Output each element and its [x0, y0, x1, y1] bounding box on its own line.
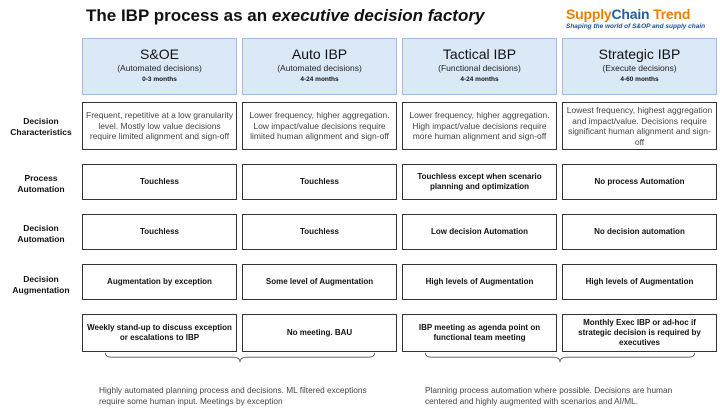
meeting-cell-soe: Weekly stand-up to discuss exception or …	[82, 314, 237, 352]
column-period: 0-3 months	[142, 76, 177, 83]
process-automation-cell-soe: Touchless	[82, 164, 237, 200]
decision-augmentation-cell-tactical-ibp: High levels of Augmentation	[402, 264, 557, 300]
column-title: Tactical IBP	[442, 46, 517, 62]
column-period: 4-24 months	[460, 76, 499, 83]
column-header-soe: S&OE (Automated decisions) 0-3 months	[82, 38, 237, 95]
meeting-cell-tactical-ibp: IBP meeting as agenda point on functiona…	[402, 314, 557, 352]
column-header-auto-ibp: Auto IBP (Automated decisions) 4-24 mont…	[242, 38, 397, 95]
decision-automation-cell-auto-ibp: Touchless	[242, 214, 397, 250]
column-period: 4-24 months	[300, 76, 339, 83]
column-subtitle: (Automated decisions)	[117, 63, 202, 73]
column-header-tactical-ibp: Tactical IBP (Functional decisions) 4-24…	[402, 38, 557, 95]
logo-tagline: Shaping the world of S&OP and supply cha…	[566, 23, 706, 30]
characteristics-cell-auto-ibp: Lower frequency, higher aggregation. Low…	[242, 102, 397, 150]
decision-augmentation-cell-strategic-ibp: High levels of Augmentation	[562, 264, 717, 300]
decision-augmentation-cell-auto-ibp: Some level of Augmentation	[242, 264, 397, 300]
logo-wordmark: SupplyChain Trend	[566, 6, 716, 22]
logo-word-trend: Trend	[653, 6, 691, 22]
right-group-note: Planning process automation where possib…	[425, 385, 673, 406]
decision-automation-cell-strategic-ibp: No decision automation	[562, 214, 717, 250]
column-title: S&OE	[140, 46, 179, 62]
column-subtitle: (Functional decisions)	[438, 63, 521, 73]
meeting-cell-strategic-ibp: Monthly Exec IBP or ad-hoc if strategic …	[562, 314, 717, 352]
left-group-note: Highly automated planning process and de…	[99, 385, 367, 406]
process-automation-cell-auto-ibp: Touchless	[242, 164, 397, 200]
right-group-brace	[425, 352, 695, 363]
title-plain: The IBP process as an	[86, 6, 272, 25]
column-subtitle: (Automated decisions)	[277, 63, 362, 73]
title-italic: executive decision factory	[271, 6, 485, 25]
characteristics-cell-strategic-ibp: Lowest frequency, highest aggregation an…	[562, 102, 717, 150]
supplychaintrend-logo: SupplyChain Trend Shaping the world of S…	[566, 6, 716, 31]
process-automation-cell-tactical-ibp: Touchless except when scenario planning …	[402, 164, 557, 200]
column-title: Strategic IBP	[598, 46, 681, 62]
column-header-strategic-ibp: Strategic IBP (Execute decisions) 4-60 m…	[562, 38, 717, 95]
meeting-cell-auto-ibp: No meeting. BAU	[242, 314, 397, 352]
column-period: 4-60 months	[620, 76, 659, 83]
row-label-decision-characteristics: Decision Characteristics	[10, 116, 72, 137]
decision-automation-cell-tactical-ibp: Low decision Automation	[402, 214, 557, 250]
page-title: The IBP process as an executive decision…	[86, 6, 484, 26]
left-group-brace	[105, 352, 375, 363]
logo-word-supply: Supply	[566, 6, 612, 22]
process-automation-cell-strategic-ibp: No process Automation	[562, 164, 717, 200]
decision-augmentation-cell-soe: Augmentation by exception	[82, 264, 237, 300]
row-label-decision-automation: Decision Automation	[17, 223, 65, 244]
row-label-process-automation: Process Automation	[17, 173, 65, 194]
column-subtitle: (Execute decisions)	[602, 63, 677, 73]
row-label-decision-augmentation: Decision Augmentation	[12, 274, 70, 295]
decision-automation-cell-soe: Touchless	[82, 214, 237, 250]
logo-word-chain: Chain	[611, 6, 650, 22]
characteristics-cell-soe: Frequent, repetitive at a low granularit…	[82, 102, 237, 150]
characteristics-cell-tactical-ibp: Lower frequency, higher aggregation. Hig…	[402, 102, 557, 150]
column-title: Auto IBP	[291, 46, 348, 62]
